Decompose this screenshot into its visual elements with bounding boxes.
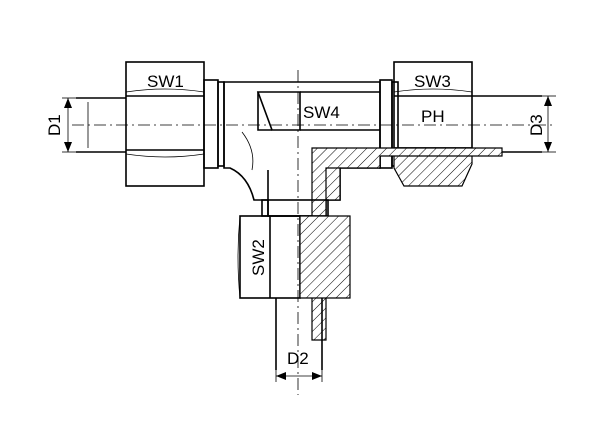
label-d2: D2 [287,349,309,368]
center-lines [72,70,556,395]
label-sw1: SW1 [147,72,184,91]
dimension-d3 [542,95,556,153]
label-sw3: SW3 [414,72,451,91]
bottom-tube [275,298,323,370]
label-sw2: SW2 [249,239,268,276]
left-nut-sw1 [125,61,225,187]
label-d3: D3 [527,114,546,136]
label-sw4: SW4 [303,103,340,122]
label-d1: D1 [45,114,64,136]
bottom-nut-sw2 [237,199,351,299]
label-ph: PH [421,107,445,126]
dimension-d2 [275,370,323,382]
dimension-d1 [62,97,76,153]
